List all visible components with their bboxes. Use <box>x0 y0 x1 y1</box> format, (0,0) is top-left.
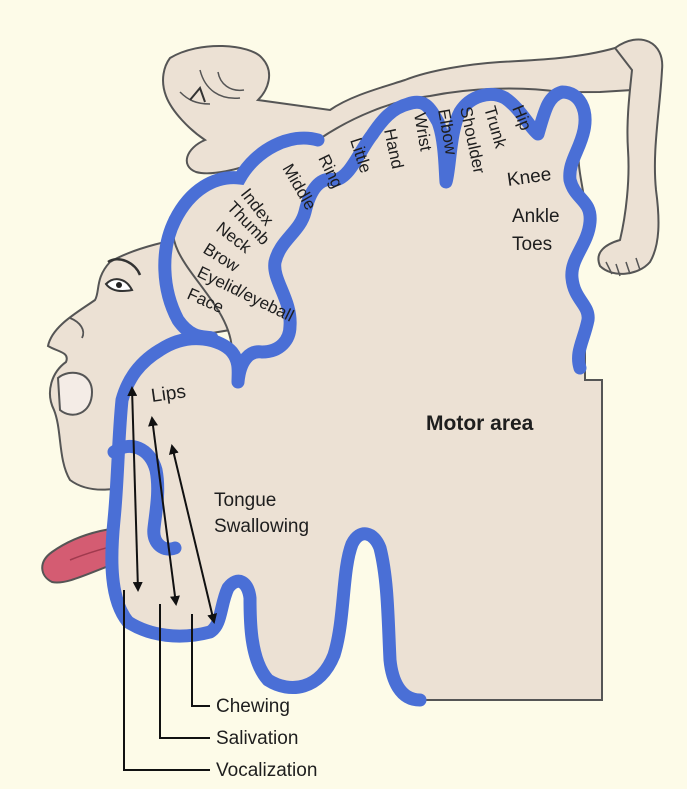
callout-salivation: Salivation <box>216 728 298 749</box>
mouth <box>58 373 92 415</box>
motor-area-title: Motor area <box>426 412 534 435</box>
label-tongue: Tongue <box>214 490 276 511</box>
callout-chewing: Chewing <box>216 696 290 717</box>
label-toes: Toes <box>512 234 552 255</box>
label-ankle: Ankle <box>512 206 560 227</box>
callout-vocalization: Vocalization <box>216 760 317 781</box>
label-swallowing: Swallowing <box>214 516 309 537</box>
pupil <box>116 282 122 288</box>
